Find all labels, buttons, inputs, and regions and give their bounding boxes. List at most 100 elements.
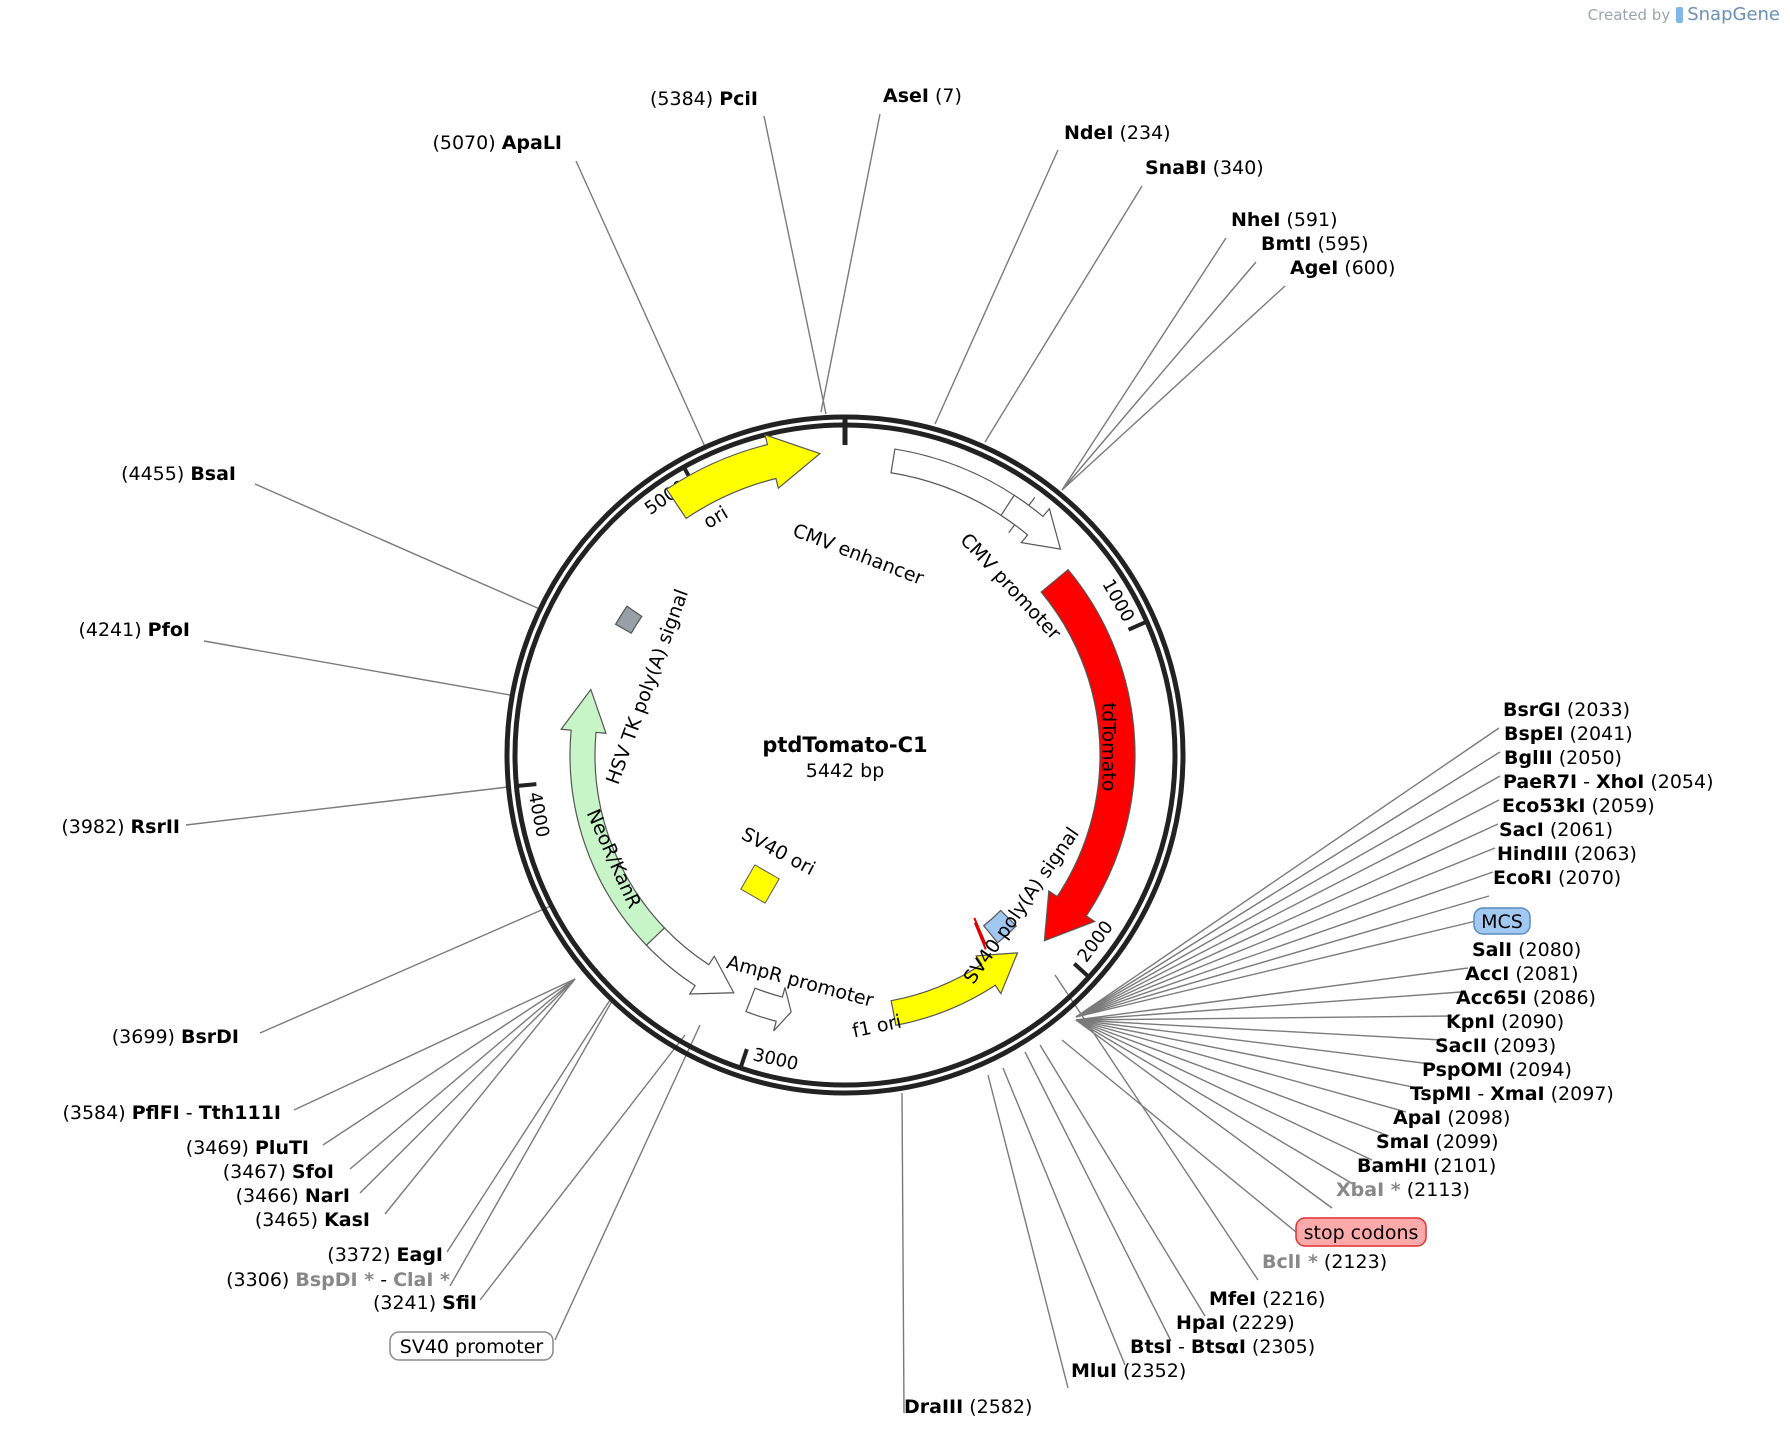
- site-line: [254, 483, 543, 611]
- site-line: [185, 786, 509, 826]
- hsv-tk-polya-label: HSV TK poly(A) signal: [602, 586, 693, 787]
- site-line: [1075, 1019, 1432, 1065]
- site-label: SmaI (2099): [1376, 1131, 1499, 1153]
- site-line: [259, 904, 554, 1034]
- site-line: [293, 978, 576, 1111]
- site-label: DraIII (2582): [904, 1396, 1032, 1418]
- site-label: (3306) BspDI * - ClaI *: [226, 1269, 450, 1291]
- site-line: [901, 1092, 905, 1414]
- site-line: [1075, 799, 1500, 1018]
- box-label-line: [1061, 1039, 1297, 1233]
- site-line: [446, 999, 611, 1253]
- site-line: [987, 1074, 1069, 1389]
- sv40-ori-box: [740, 864, 780, 904]
- site-line: [359, 978, 576, 1194]
- tick-mark: [1127, 619, 1148, 632]
- site-label: Acc65I (2086): [1456, 987, 1596, 1009]
- site-line: [1061, 261, 1257, 491]
- site-line: [1002, 1067, 1126, 1366]
- site-label: XbaI * (2113): [1336, 1179, 1470, 1201]
- site-line: [1075, 1019, 1407, 1113]
- site-line: [984, 185, 1143, 443]
- site-label: BglII (2050): [1504, 747, 1622, 769]
- site-label: (3469) PluTI: [186, 1137, 309, 1159]
- site-line: [1075, 1019, 1354, 1185]
- site-label: (5384) PciI: [650, 88, 758, 110]
- site-label: BmtI (595): [1261, 233, 1369, 255]
- site-line: [1075, 1015, 1453, 1021]
- site-line: [934, 149, 1059, 425]
- site-label: (5070) ApaLI: [432, 132, 562, 154]
- site-label: NdeI (234): [1064, 122, 1171, 144]
- site-label: MfeI (2216): [1209, 1288, 1325, 1310]
- tick-label: 1000: [1098, 576, 1139, 626]
- site-label: KpnI (2090): [1446, 1011, 1564, 1033]
- site-line: [1075, 1019, 1443, 1041]
- site-line: [1075, 991, 1462, 1021]
- tick-mark: [738, 1048, 749, 1069]
- site-label: PspOMI (2094): [1422, 1059, 1572, 1081]
- plasmid-size: 5442 bp: [806, 760, 885, 782]
- stop-codon-mark: [973, 917, 987, 945]
- tdtomato-label: tdTomato: [1098, 703, 1120, 792]
- site-line: [1075, 871, 1494, 1018]
- mcs-label: MCS: [1473, 907, 1531, 935]
- box-label-line: [1075, 920, 1477, 1018]
- site-label: (3584) PflFI - Tth111I: [62, 1102, 281, 1124]
- site-line: [1061, 237, 1227, 491]
- svg-text:SV40 promoter: SV40 promoter: [400, 1336, 544, 1358]
- site-line: [479, 1034, 686, 1301]
- site-label: SacII (2093): [1435, 1035, 1556, 1057]
- tick-label: 4000: [524, 790, 553, 839]
- site-line: [384, 978, 576, 1215]
- f1-ori-label: f1 ori: [850, 1011, 903, 1043]
- site-label: EcoRI (2070): [1493, 867, 1621, 889]
- site-label: BspEI (2041): [1504, 723, 1633, 745]
- site-line: [575, 160, 707, 450]
- tdtomato-arrow: [1040, 568, 1136, 942]
- hsv-tk-polya-box: [614, 605, 643, 635]
- site-line: [1039, 1044, 1206, 1317]
- site-line: [820, 113, 881, 413]
- svg-text:MCS: MCS: [1481, 911, 1523, 933]
- site-label: (3372) EagI: [327, 1244, 443, 1266]
- site-label: BclI * (2123): [1262, 1251, 1387, 1273]
- site-label: ApaI (2098): [1393, 1107, 1510, 1129]
- site-line: [1075, 967, 1469, 1021]
- site-label: AgeI (600): [1290, 257, 1395, 279]
- site-line: [1075, 895, 1490, 1018]
- site-label: BtsI - BtsαI (2305): [1130, 1336, 1315, 1358]
- site-label: HindIII (2063): [1497, 843, 1637, 865]
- cmv-promoter-arrow: [1000, 494, 1062, 550]
- tick-mark: [516, 782, 537, 788]
- site-line: [1075, 727, 1500, 1018]
- site-label: (4455) BsaI: [121, 463, 236, 485]
- site-label: AccI (2081): [1465, 963, 1579, 985]
- box-label-line: [554, 1024, 701, 1341]
- tick-label: 3000: [751, 1044, 800, 1075]
- site-line: [1075, 775, 1501, 1018]
- site-line: [449, 1000, 613, 1287]
- site-line: [1075, 823, 1499, 1018]
- site-line: [1075, 751, 1501, 1018]
- site-label: SacI (2061): [1499, 819, 1613, 841]
- tick-mark: [1072, 962, 1091, 979]
- cmv-enhancer-label: CMV enhancer: [790, 520, 927, 590]
- site-line: [763, 115, 827, 415]
- site-line: [203, 640, 511, 696]
- site-label: (3699) BsrDI: [112, 1026, 239, 1048]
- site-label: (3465) KasI: [255, 1209, 370, 1231]
- site-label: SalI (2080): [1472, 939, 1581, 961]
- site-line: [1075, 847, 1496, 1018]
- site-label: HpaI (2229): [1176, 1312, 1295, 1334]
- site-label: SnaBI (340): [1145, 157, 1264, 179]
- site-line: [1024, 1051, 1172, 1342]
- snapgene-logo-icon: [1676, 7, 1684, 23]
- site-label: (3241) SfiI: [373, 1292, 477, 1314]
- site-line: [1054, 974, 1259, 1281]
- ampr-promoter-arrow-2: [645, 927, 735, 995]
- sv40-ori-label: SV40 ori: [738, 823, 819, 880]
- site-line: [349, 978, 576, 1170]
- sv40-polya-box: [982, 909, 1018, 944]
